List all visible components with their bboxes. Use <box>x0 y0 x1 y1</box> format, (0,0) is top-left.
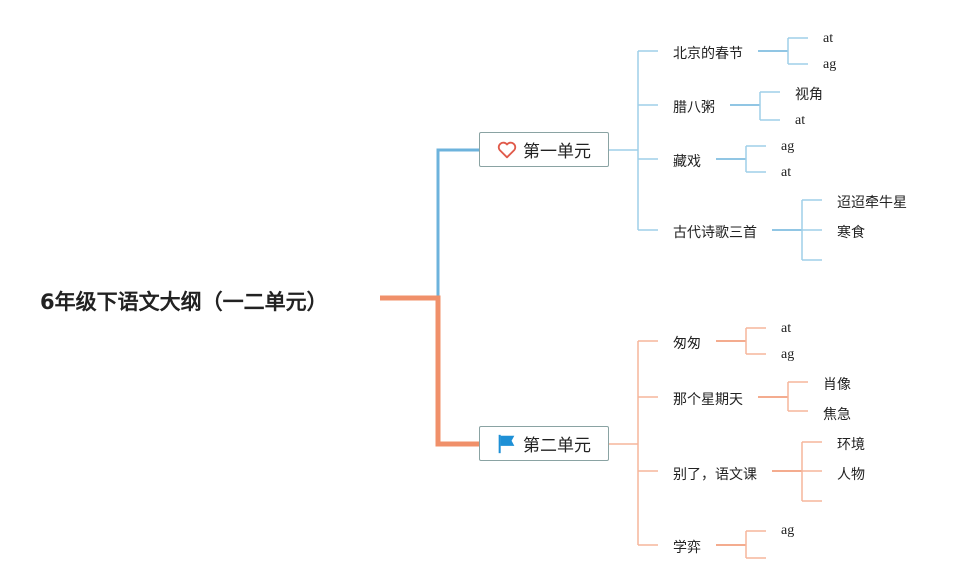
root-to-unit1-connector <box>380 148 480 300</box>
leaf-topic[interactable]: 环境 <box>837 437 865 453</box>
lesson-topic[interactable]: 别了，语文课 <box>673 467 757 483</box>
leaf-topic[interactable]: ag <box>781 523 795 538</box>
lesson-topic[interactable]: 学弈 <box>673 540 701 556</box>
leaf-topic[interactable]: 人物 <box>837 467 865 483</box>
unit2-branches <box>608 327 822 559</box>
leaf-topic[interactable]: at <box>795 113 806 128</box>
lesson-topic[interactable]: 藏戏 <box>673 154 701 170</box>
leaf-topic[interactable]: 视角 <box>795 87 823 103</box>
heart-icon <box>496 139 518 161</box>
leaf-topic[interactable]: 寒食 <box>837 225 865 241</box>
leaf-topic[interactable]: at <box>781 321 792 336</box>
leaf-topic[interactable]: 肖像 <box>823 377 851 393</box>
root-topic[interactable]: 6年级下语文大纲（一二单元） <box>40 290 328 314</box>
lesson-topic[interactable]: 北京的春节 <box>673 46 743 62</box>
lesson-topic[interactable]: 那个星期天 <box>673 392 743 408</box>
unit-topic-1-label: 第一单元 <box>523 142 591 162</box>
leaf-topic[interactable]: ag <box>823 57 837 72</box>
lesson-topic[interactable]: 古代诗歌三首 <box>673 225 757 241</box>
leaf-topic[interactable]: ag <box>781 139 795 154</box>
lesson-topic[interactable]: 匆匆 <box>673 336 701 352</box>
leaf-topic[interactable]: 焦急 <box>823 407 851 423</box>
leaf-topic[interactable]: ag <box>781 347 795 362</box>
unit-topic-2-label: 第二单元 <box>523 436 591 456</box>
unit1-branches <box>608 37 822 261</box>
unit-topic-1[interactable]: 第一单元 <box>479 132 609 167</box>
leaf-topic[interactable]: 迢迢牵牛星 <box>837 195 907 211</box>
unit-topic-2[interactable]: 第二单元 <box>479 426 609 461</box>
leaf-topic[interactable]: at <box>781 165 792 180</box>
leaf-topic[interactable]: at <box>823 31 834 46</box>
lesson-topic[interactable]: 腊八粥 <box>673 100 715 116</box>
flag-icon <box>496 433 518 455</box>
root-to-unit2-connector <box>380 295 480 447</box>
